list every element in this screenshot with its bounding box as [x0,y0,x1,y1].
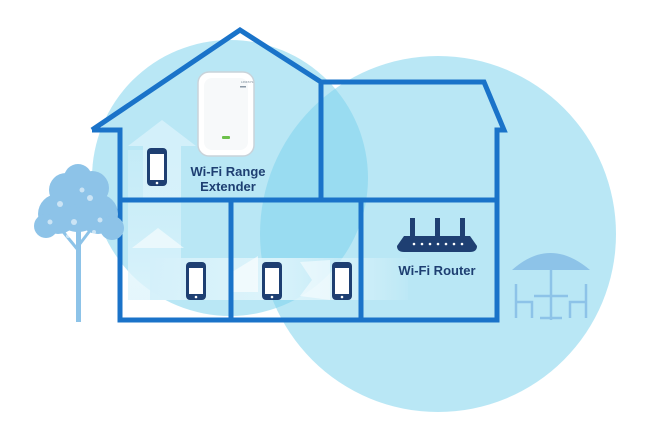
smartphone-icon [332,262,352,300]
range-extender-icon: LINKSYS [197,71,255,157]
extender-label-line2: Extender [200,179,256,194]
smartphone-icon [147,148,167,186]
extender-label-line1: Wi-Fi Range [191,164,266,179]
smartphone-icon [186,262,206,300]
tree-icon [34,164,124,322]
extender-logo: LINKSYS [241,80,254,84]
smartphone-icon [262,262,282,300]
router-label: Wi-Fi Router [398,263,475,278]
patio-table-icon [512,253,590,320]
wifi-router-icon [397,218,477,252]
